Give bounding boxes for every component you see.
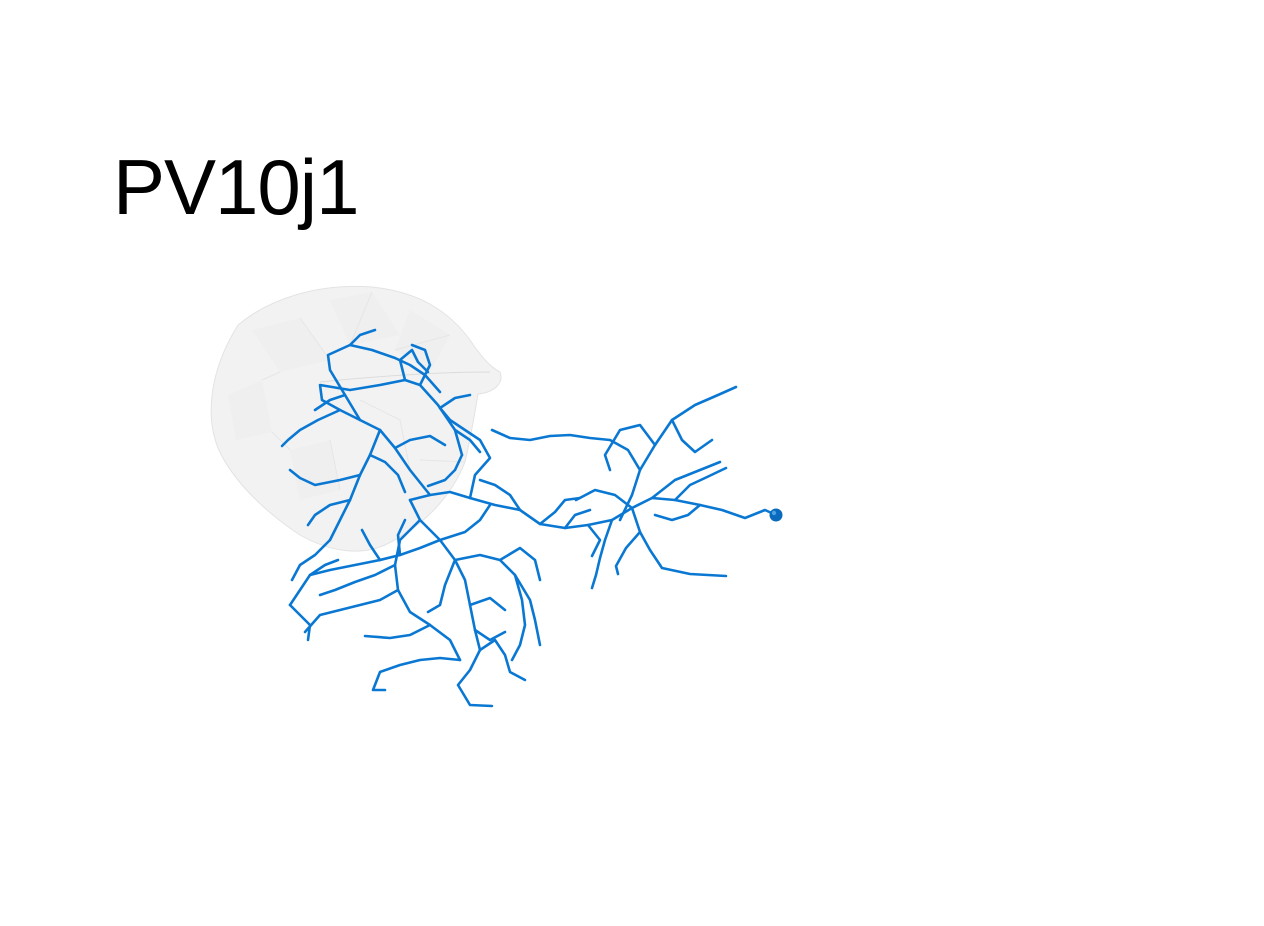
branch xyxy=(348,328,377,347)
branch xyxy=(393,434,447,450)
branch xyxy=(603,423,657,472)
branch xyxy=(653,503,702,522)
branch xyxy=(498,546,542,582)
branch xyxy=(650,460,722,500)
branch xyxy=(396,518,407,557)
branch xyxy=(478,478,522,512)
branch xyxy=(290,538,332,582)
branch xyxy=(360,528,382,562)
branch xyxy=(574,488,634,510)
branch xyxy=(318,378,464,497)
neuron-name-label: PV10j1 xyxy=(113,143,360,231)
branch xyxy=(398,348,430,382)
branch xyxy=(368,453,407,494)
branch xyxy=(586,523,602,558)
branch xyxy=(328,428,382,542)
soma xyxy=(769,508,783,522)
branch xyxy=(630,506,728,578)
branch xyxy=(308,558,340,577)
branch xyxy=(426,558,457,614)
branch xyxy=(614,530,642,576)
branch xyxy=(326,343,442,422)
branch xyxy=(393,518,462,662)
branch xyxy=(426,453,464,488)
main-trunk xyxy=(408,490,778,530)
branch xyxy=(453,553,527,662)
branch xyxy=(438,406,492,500)
branch xyxy=(563,508,592,530)
branch xyxy=(371,656,462,692)
branch xyxy=(478,638,527,682)
branch xyxy=(453,428,482,454)
branch xyxy=(438,503,492,542)
branch xyxy=(288,468,362,487)
branch xyxy=(288,603,312,642)
branch xyxy=(408,498,494,708)
branch xyxy=(438,393,472,410)
branch xyxy=(590,518,614,590)
branch xyxy=(313,393,347,412)
branch xyxy=(280,408,342,448)
branch xyxy=(673,466,728,502)
branch xyxy=(670,418,714,454)
branch xyxy=(538,496,582,526)
branch xyxy=(473,628,507,642)
branch xyxy=(490,428,642,472)
branch xyxy=(306,498,352,527)
branch xyxy=(303,588,400,634)
branch xyxy=(318,563,397,597)
branch xyxy=(288,538,442,607)
branch xyxy=(363,623,432,640)
neuron-skeleton xyxy=(280,328,778,708)
branch xyxy=(410,343,432,387)
branch xyxy=(618,385,738,522)
branch xyxy=(468,596,507,612)
branch xyxy=(513,573,542,647)
